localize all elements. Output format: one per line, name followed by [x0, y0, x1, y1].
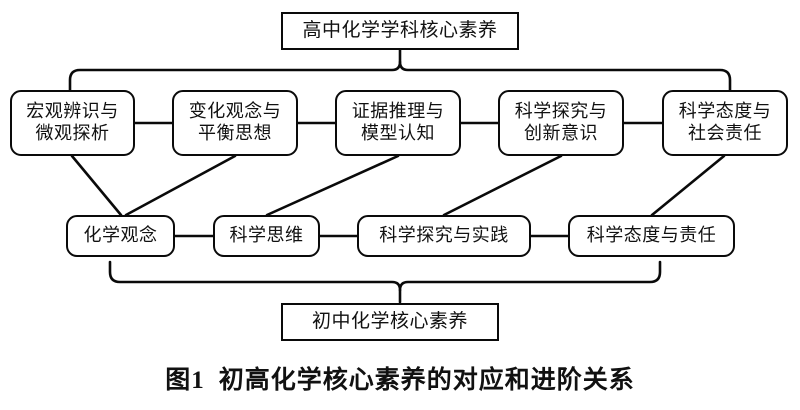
senior-competency-4-line2: 创新意识: [524, 123, 598, 143]
senior-competency-1-line2: 微观探析: [35, 123, 110, 143]
link-senior4-junior3: [442, 154, 563, 217]
junior-competency-box-1[interactable]: 化学观念: [66, 215, 175, 257]
senior-competency-box-1[interactable]: 宏观辨识与 微观探析: [10, 90, 135, 156]
senior-competency-4-line1: 科学探究与: [514, 101, 608, 122]
senior-competency-2-line1: 变化观念与: [188, 101, 282, 122]
junior-competency-2-label: 科学思维: [229, 225, 304, 246]
junior-competency-4-label: 科学态度与责任: [586, 225, 717, 246]
senior-competency-3-line2: 模型认知: [361, 123, 435, 143]
figure-caption-number: 图1: [165, 367, 205, 394]
senior-competency-box-2[interactable]: 变化观念与 平衡思想: [172, 90, 298, 156]
link-senior3-junior2: [265, 154, 400, 217]
link-senior1-junior1: [70, 154, 123, 217]
lower-brace: [108, 260, 662, 292]
link-senior2-junior1: [124, 154, 237, 217]
senior-competency-box-4[interactable]: 科学探究与 创新意识: [498, 90, 624, 156]
top-tier-label: 高中化学学科核心素养: [302, 20, 498, 42]
senior-competency-box-3[interactable]: 证据推理与 模型认知: [335, 90, 461, 156]
senior-competency-2-line2: 平衡思想: [198, 123, 272, 143]
figure-caption-text: 初高化学核心素养的对应和进阶关系: [218, 367, 635, 394]
junior-competency-3-label: 科学探究与实践: [379, 225, 509, 246]
senior-competency-5-line2: 社会责任: [688, 123, 762, 143]
bottom-tier-box: 初中化学核心素养: [281, 303, 499, 341]
upper-brace: [68, 60, 732, 94]
senior-competency-1-line1: 宏观辨识与: [26, 101, 119, 122]
junior-competency-box-2[interactable]: 科学思维: [213, 215, 320, 257]
link-senior5-junior4: [650, 154, 726, 217]
senior-competency-box-5[interactable]: 科学态度与 社会责任: [662, 90, 788, 156]
figure-caption: 图1 初高化学核心素养的对应和进阶关系: [0, 360, 800, 396]
junior-competency-box-3[interactable]: 科学探究与实践: [357, 215, 531, 257]
senior-competency-5-line1: 科学态度与: [678, 101, 772, 122]
senior-competency-3-line1: 证据推理与: [351, 101, 445, 122]
junior-competency-1-label: 化学观念: [83, 225, 158, 246]
junior-competency-box-4[interactable]: 科学态度与责任: [568, 215, 735, 257]
top-tier-box: 高中化学学科核心素养: [281, 12, 519, 50]
bottom-tier-label: 初中化学核心素养: [311, 311, 468, 333]
